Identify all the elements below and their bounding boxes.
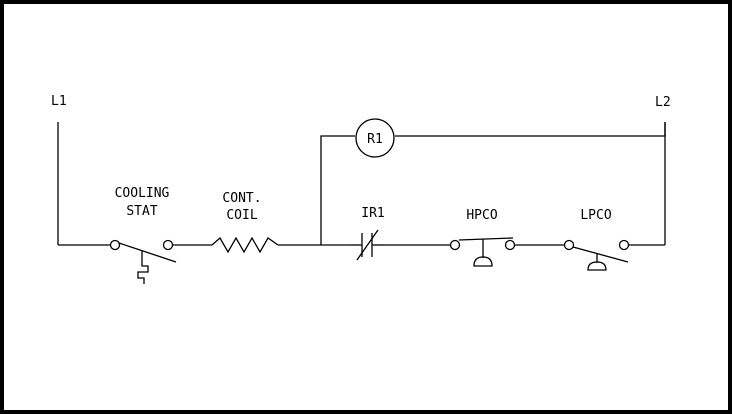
wire-upper-branch-right (395, 122, 666, 137)
label-hpco: HPCO (466, 208, 497, 223)
cooling-stat-blade (118, 242, 177, 263)
label-r1: R1 (367, 132, 383, 147)
lpco-terminal-left (563, 239, 575, 251)
lpco-pressure-icon (587, 261, 607, 271)
contactor-coil-symbol (211, 236, 279, 254)
label-cooling: COOLING (115, 186, 170, 201)
cooling-stat-actuator-icon (137, 250, 149, 284)
relay-coil-r1-symbol (355, 118, 395, 158)
hpco-terminal-right (504, 239, 516, 251)
ir1-contact-slash (356, 229, 379, 261)
hpco-blade (458, 237, 514, 241)
lpco-terminal-right (618, 239, 630, 251)
label-ir1: IR1 (361, 206, 384, 221)
hpco-pressure-icon (473, 256, 493, 267)
hpco-terminal-left (449, 239, 461, 251)
label-stat: STAT (126, 204, 157, 219)
label-l1: L1 (51, 94, 67, 109)
label-coil: COIL (226, 208, 257, 223)
lpco-blade (572, 246, 629, 263)
label-l2: L2 (655, 95, 671, 110)
cooling-stat-terminal-right (162, 239, 174, 251)
wire-upper-branch-left (320, 135, 355, 245)
label-cont: CONT. (222, 191, 261, 206)
label-lpco: LPCO (580, 208, 611, 223)
cooling-stat-terminal-left (109, 239, 121, 251)
